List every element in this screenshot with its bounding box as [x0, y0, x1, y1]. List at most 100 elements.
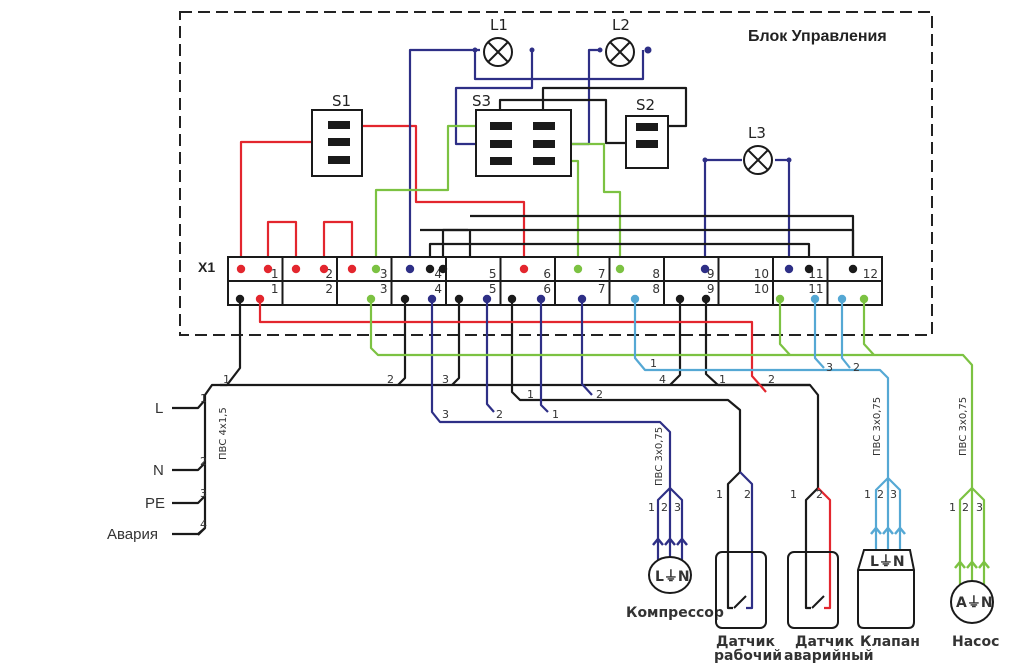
svg-text:L⏚N: L⏚N: [655, 569, 690, 585]
terminal-top-number: 1: [271, 267, 279, 281]
terminal-bottom-number: 9: [707, 282, 715, 296]
svg-text:3: 3: [442, 373, 449, 386]
device-pump: 1 2 3 A⏚N Насос: [949, 487, 999, 650]
terminal-pin: [347, 264, 357, 274]
input-cable-label: ПВС 4х1,5: [218, 407, 229, 460]
terminal-bottom-number: 8: [652, 282, 660, 296]
svg-text:2: 2: [816, 488, 823, 501]
input-N: N: [153, 462, 164, 479]
terminal-bottom-number: 6: [543, 282, 551, 296]
input-PE: PE: [145, 495, 165, 512]
svg-text:4: 4: [200, 518, 207, 531]
switch-S3: S3: [472, 92, 572, 177]
lamp-L3: L3: [702, 124, 792, 175]
terminal-bottom-number: 4: [434, 282, 442, 296]
svg-text:1: 1: [719, 373, 726, 386]
terminal-pin: [573, 264, 583, 274]
device-sensor-work: 1 2 Датчик рабочий: [714, 471, 782, 664]
svg-text:L2: L2: [612, 16, 630, 34]
terminal-top-number: 8: [652, 267, 660, 281]
svg-text:S1: S1: [332, 92, 351, 110]
terminal-top-number: 4: [434, 267, 442, 281]
terminal-pin: [519, 264, 529, 274]
terminal-pin: [700, 264, 710, 274]
control-box-title: Блок Управления: [748, 28, 887, 45]
svg-text:3: 3: [442, 408, 449, 421]
svg-text:3: 3: [976, 501, 983, 514]
pump-cable-label: ПВС 3х0,75: [958, 397, 969, 456]
terminal-pin: [615, 264, 625, 274]
terminal-bottom-cell: [717, 280, 774, 306]
terminal-pin: [438, 264, 448, 274]
switch-S1: S1: [311, 92, 363, 177]
terminal-bottom-number: 3: [380, 282, 388, 296]
svg-text:2: 2: [661, 501, 668, 514]
device-valve: 1 2 3 L⏚N Клапан: [857, 477, 920, 650]
terminal-top-number: 7: [598, 267, 606, 281]
svg-text:1: 1: [648, 501, 655, 514]
svg-text:2: 2: [853, 361, 860, 374]
terminal-top-number: 9: [707, 267, 715, 281]
device-sensor-alarm: 1 2 Датчик аварийный: [784, 487, 874, 664]
terminal-pin: [263, 264, 273, 274]
wire-numbers: 1 1 2 3 4 1 2 3 2 1 1 2 1 3 2: [200, 357, 860, 421]
terminal-pin: [804, 264, 814, 274]
svg-text:4: 4: [659, 373, 666, 386]
terminal-block-label: X1: [198, 259, 215, 275]
terminal-bottom-number: 7: [598, 282, 606, 296]
svg-text:2: 2: [200, 455, 207, 468]
terminal-bottom-number: 1: [271, 282, 279, 296]
svg-text:1: 1: [552, 408, 559, 421]
terminal-bottom-cell: [336, 280, 393, 306]
svg-text:1: 1: [223, 373, 230, 386]
svg-text:1: 1: [864, 488, 871, 501]
svg-text:2: 2: [744, 488, 751, 501]
svg-text:L1: L1: [490, 16, 508, 34]
terminal-pin: [236, 264, 246, 274]
valve-label: Клапан: [860, 634, 920, 650]
terminal-top-cell: [390, 256, 447, 282]
svg-text:3: 3: [674, 501, 681, 514]
svg-text:L⏚N: L⏚N: [870, 554, 905, 570]
terminal-top-number: 5: [489, 267, 497, 281]
terminal-pin: [784, 264, 794, 274]
input-L: L: [155, 400, 163, 417]
svg-text:L3: L3: [748, 124, 766, 142]
svg-text:2: 2: [768, 373, 775, 386]
svg-text:2: 2: [387, 373, 394, 386]
input-alarm: Авария: [107, 526, 158, 543]
svg-text:аварийный: аварийный: [784, 648, 874, 664]
svg-text:A⏚N: A⏚N: [956, 595, 993, 611]
lamp-L2: L2: [597, 16, 652, 67]
terminal-top-number: 6: [543, 267, 551, 281]
svg-text:Датчик: Датчик: [795, 634, 854, 650]
svg-text:Датчик: Датчик: [716, 634, 775, 650]
svg-text:3: 3: [200, 487, 207, 500]
terminal-bottom-number: 11: [808, 282, 823, 296]
terminal-top-number: 12: [863, 267, 878, 281]
svg-text:рабочий: рабочий: [714, 648, 782, 664]
compressor-cable-label: ПВС 3х0,75: [654, 427, 665, 486]
svg-text:2: 2: [877, 488, 884, 501]
pump-label: Насос: [952, 634, 999, 650]
svg-text:2: 2: [496, 408, 503, 421]
terminal-bottom-number: 5: [489, 282, 497, 296]
terminal-bottom-number: 2: [325, 282, 333, 296]
control-box-border: [179, 11, 933, 336]
lamp-L1: L1: [472, 16, 535, 67]
terminal-pin: [291, 264, 301, 274]
svg-text:2: 2: [962, 501, 969, 514]
terminal-bottom-cell: [227, 280, 284, 306]
device-compressor: 1 2 3 L⏚N Компрессор: [626, 487, 724, 621]
switch-S2: S2: [625, 96, 669, 169]
svg-text:S2: S2: [636, 96, 655, 114]
svg-text:3: 3: [890, 488, 897, 501]
compressor-label: Компрессор: [626, 605, 724, 621]
svg-text:1: 1: [716, 488, 723, 501]
svg-text:2: 2: [596, 388, 603, 401]
terminal-top-number: 3: [380, 267, 388, 281]
terminal-top-number: 2: [325, 267, 333, 281]
terminal-bottom-cell: [445, 280, 502, 306]
